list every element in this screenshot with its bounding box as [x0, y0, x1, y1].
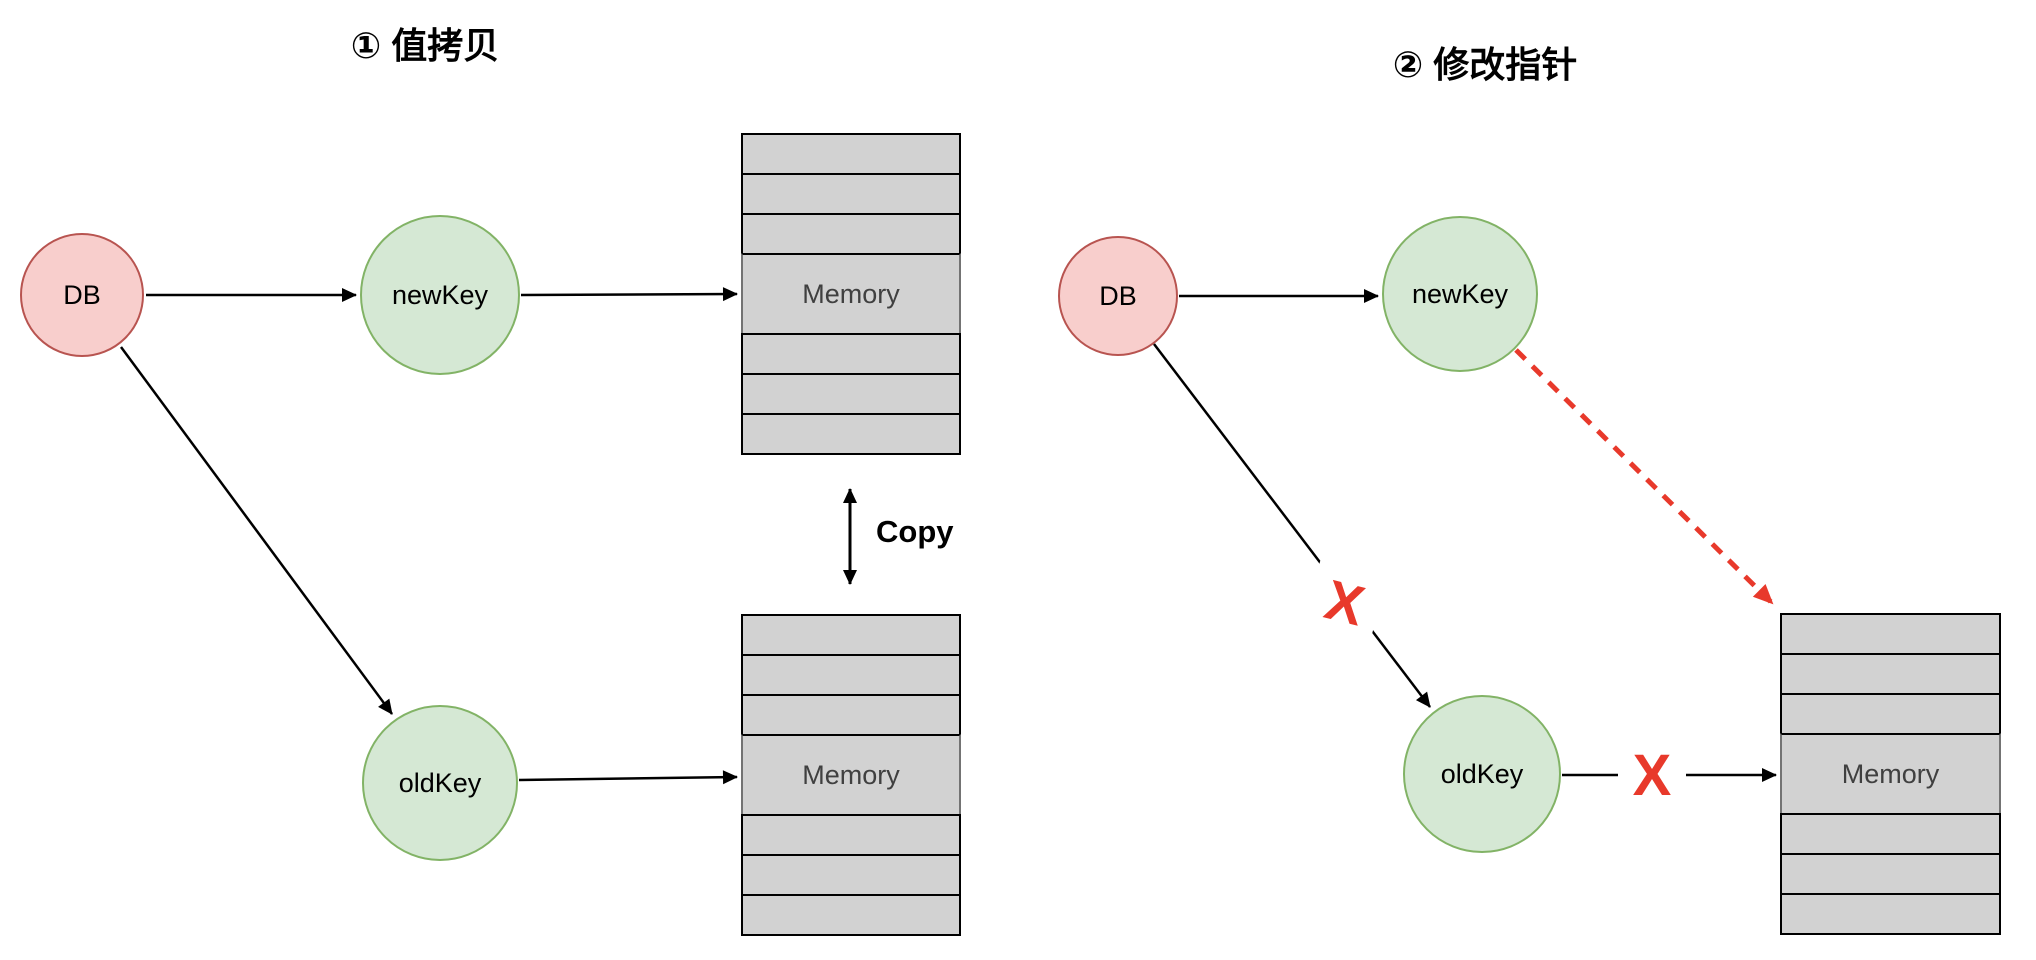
memory-row — [741, 373, 961, 415]
node-oldkey-right: oldKey — [1403, 695, 1561, 853]
memory-cell-label: Memory — [741, 734, 961, 816]
memory-row — [1780, 693, 2001, 735]
memory-row — [741, 213, 961, 255]
copy-label: Copy — [876, 514, 954, 549]
node-oldkey-left: oldKey — [362, 705, 518, 861]
edge-newkey-to-memory-left — [520, 287, 738, 302]
node-db-left-label: DB — [63, 279, 101, 310]
memory-row — [1780, 893, 2001, 935]
memory-block-right: Memory — [1780, 613, 2001, 935]
memory-row — [741, 814, 961, 856]
edge-db-to-oldkey-right — [1153, 343, 1431, 708]
node-newkey-right-label: newKey — [1411, 278, 1509, 309]
node-db-right: DB — [1058, 236, 1178, 356]
node-db-left: DB — [20, 233, 144, 357]
section-title-value-copy: ① 值拷贝 — [350, 25, 500, 66]
node-oldkey-left-label: oldKey — [398, 767, 482, 798]
memory-row — [1780, 813, 2001, 855]
node-oldkey-right-label: oldKey — [1440, 758, 1524, 789]
memory-block-top-left: Memory — [741, 133, 961, 455]
x-mark-oldkey-memory-edge: X — [1618, 741, 1686, 809]
memory-cell-label: Memory — [1780, 733, 2001, 815]
memory-block-bottom-left: Memory — [741, 614, 961, 936]
memory-row — [741, 694, 961, 736]
memory-row — [741, 894, 961, 936]
memory-row — [741, 413, 961, 455]
edge-db-to-oldkey-left — [119, 346, 394, 715]
node-db-right-label: DB — [1099, 280, 1137, 311]
memory-row — [741, 614, 961, 656]
edge-oldkey-to-memory-left — [518, 770, 738, 785]
memory-row — [741, 173, 961, 215]
edge-newkey-to-memory-dashed-red — [1514, 348, 1774, 605]
node-newkey-right: newKey — [1382, 216, 1538, 372]
memory-row — [1780, 653, 2001, 695]
memory-cell-label: Memory — [741, 253, 961, 335]
memory-row — [741, 333, 961, 375]
node-newkey-left-label: newKey — [391, 279, 489, 310]
memory-row — [1780, 613, 2001, 655]
memory-row — [741, 654, 961, 696]
section-title-modify-pointer: ② 修改指针 — [1392, 44, 1578, 85]
memory-row — [1780, 853, 2001, 895]
memory-row — [741, 854, 961, 896]
memory-row — [741, 133, 961, 175]
node-newkey-left: newKey — [360, 215, 520, 375]
